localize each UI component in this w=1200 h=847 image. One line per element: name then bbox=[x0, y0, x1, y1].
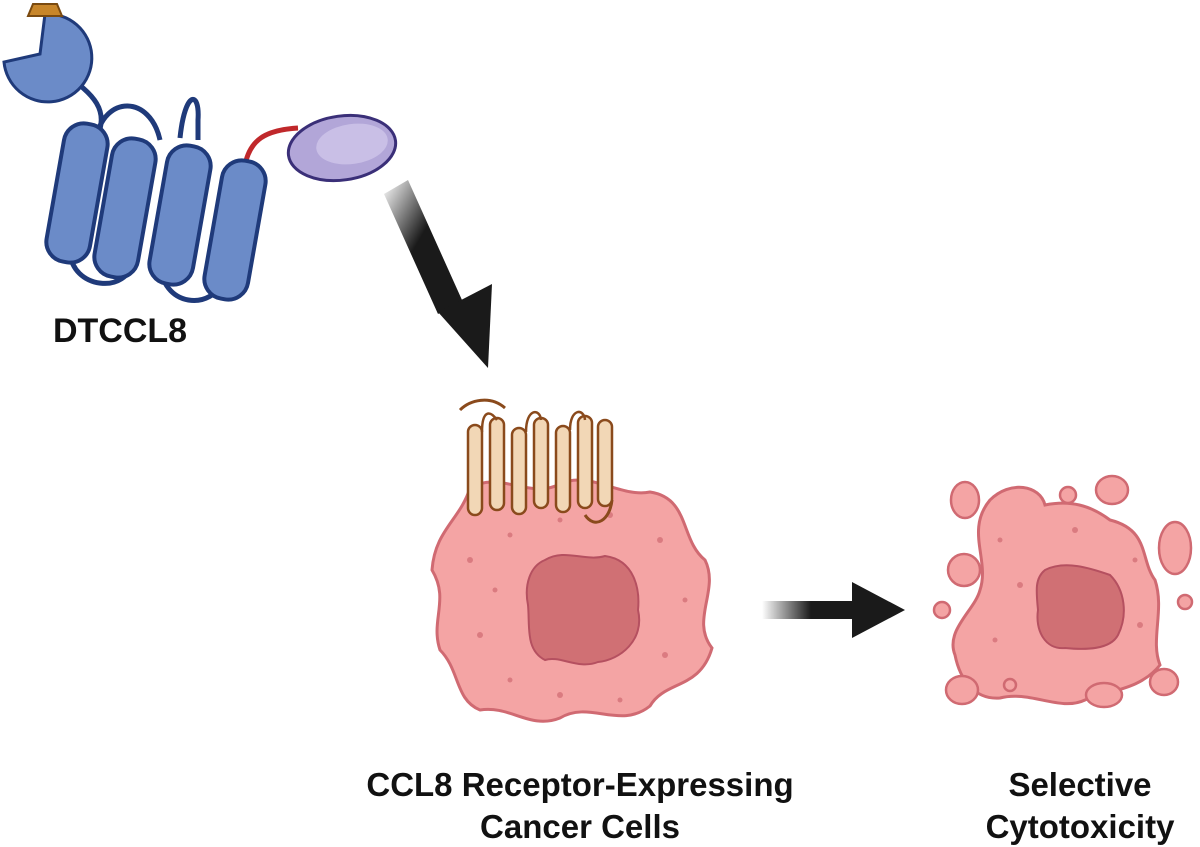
dying-cell-icon bbox=[932, 474, 1194, 709]
molecule-label: DTCCL8 bbox=[52, 312, 188, 350]
ccl8-chemokine-icon bbox=[286, 113, 398, 183]
arrow-icon bbox=[762, 582, 905, 638]
arrow-icon bbox=[384, 180, 492, 368]
diphtheria-toxin-icon bbox=[2, 3, 299, 303]
outcome-label: Selective Cytotoxicity bbox=[955, 764, 1200, 847]
target-cells-label-line2: Cancer Cells bbox=[480, 808, 680, 845]
target-cells-label: CCL8 Receptor-Expressing Cancer Cells bbox=[320, 764, 840, 847]
outcome-label-line1: Selective bbox=[1008, 766, 1152, 803]
outcome-label-line2: Cytotoxicity bbox=[985, 808, 1175, 845]
cancer-cell-icon bbox=[430, 478, 714, 723]
gpcr-receptor-icon bbox=[458, 398, 614, 524]
target-cells-label-line1: CCL8 Receptor-Expressing bbox=[366, 766, 794, 803]
